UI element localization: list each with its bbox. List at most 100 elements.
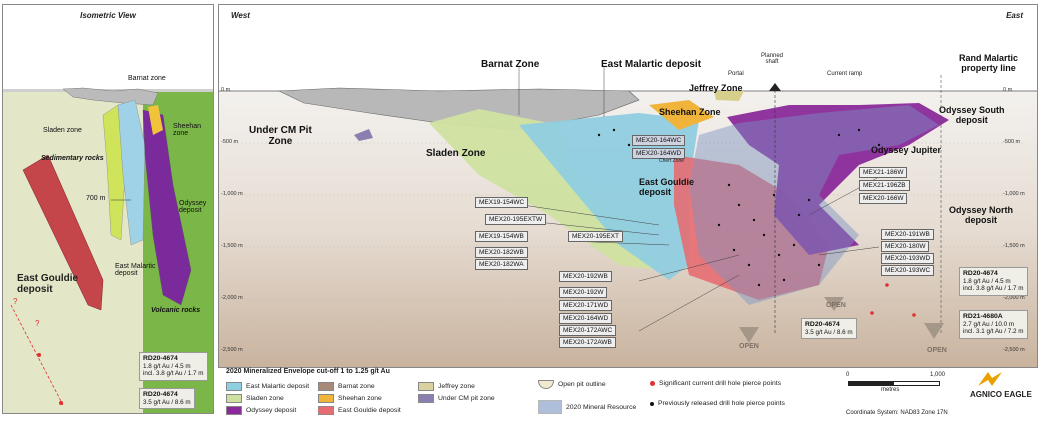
east-gouldie-shape bbox=[674, 155, 829, 300]
scale-max: 1,000 bbox=[930, 372, 946, 378]
iso-result-1-line-2: incl. 3.8 g/t Au / 1.7 m bbox=[143, 370, 204, 377]
scale-zero: 0 bbox=[846, 372, 850, 378]
jeffrey-zone-label: Jeffrey Zone bbox=[689, 83, 743, 93]
legend-label: Sladen zone bbox=[246, 395, 284, 402]
odyssey-jupiter-label: Odyssey Jupiter bbox=[871, 145, 942, 155]
depth-left-0: 0 m bbox=[221, 87, 231, 93]
hole-label-mex20-166w: MEX20-166W bbox=[859, 193, 908, 204]
hole-label-mex20-195ext: MEX20-195EXT bbox=[568, 231, 623, 242]
depth-right-4: -2,000 m bbox=[1003, 295, 1025, 301]
portal-label: Portal bbox=[728, 71, 744, 77]
iso-odyssey-label: Odyssey deposit bbox=[179, 200, 207, 214]
iso-question-1: ? bbox=[13, 297, 18, 306]
west-label: West bbox=[231, 11, 250, 20]
hole-label-mex21-186w: MEX21-186W bbox=[859, 167, 908, 178]
section-result-3-line-1: 2.7 g/t Au / 10.0 m bbox=[963, 320, 1015, 328]
swatch-icon bbox=[418, 394, 434, 403]
hole-label-mex20-164wd-top: MEX20-164WD bbox=[632, 148, 686, 159]
longitudinal-section-panel: West East Barnat Zone East Malartic depo… bbox=[218, 4, 1038, 368]
legend-open-pit: Open pit outline bbox=[538, 380, 606, 389]
iso-result-1-id: RD20-4674 bbox=[143, 355, 178, 362]
swatch-icon bbox=[226, 394, 242, 403]
open-label-2: OPEN bbox=[739, 343, 759, 350]
legend-resource: 2020 Mineral Resource bbox=[538, 400, 636, 414]
swatch-icon bbox=[418, 382, 434, 391]
swatch-icon bbox=[318, 382, 334, 391]
legend-label: 2020 Mineral Resource bbox=[566, 403, 637, 411]
section-result-2-line-1: 3.5 g/t Au / 8.6 m bbox=[805, 328, 853, 336]
depth-left-2: -1,000 m bbox=[221, 191, 243, 197]
iso-barnat-label: Barnat zone bbox=[128, 75, 166, 82]
legend-label: Previously released drill hole pierce po… bbox=[658, 400, 785, 407]
logo-mark bbox=[978, 372, 1002, 386]
hole-label-mex20-172awc: MEX20-172AWC bbox=[559, 325, 617, 336]
scale-unit: metres bbox=[881, 387, 900, 393]
iso-result-1-line-1: 1.8 g/t Au / 4.5 m bbox=[143, 362, 191, 370]
section-result-3-id: RD21-4680A bbox=[963, 313, 1003, 320]
section-result-rd20-4674-b: RD20-4674 3.5 g/t Au / 8.6 m bbox=[801, 318, 857, 339]
iso-east-gouldie-label: East Gouldie deposit bbox=[17, 273, 79, 295]
isometric-drawing bbox=[3, 5, 213, 413]
hole-label-mex20-182wa: MEX20-182WA bbox=[475, 259, 528, 270]
legend-label: Significant current drill hole pierce po… bbox=[659, 380, 782, 387]
sladen-zone-shape bbox=[429, 109, 659, 270]
iso-result-2-id: RD20-4674 bbox=[143, 391, 178, 398]
chert-zone-label: Chert Zone bbox=[659, 158, 685, 164]
jeffrey-zone-shape bbox=[714, 91, 744, 101]
hole-label-mex20-193wd: MEX20-193WD bbox=[881, 253, 935, 264]
legend-item-sladen: Sladen zone bbox=[226, 394, 284, 403]
depth-left-3: -1,500 m bbox=[221, 243, 243, 249]
swatch-icon bbox=[226, 406, 242, 415]
depth-right-1: -500 m bbox=[1003, 139, 1021, 145]
depth-right-5: -2,500 m bbox=[1003, 347, 1025, 353]
iso-east-malartic-label: East Malartic deposit bbox=[115, 263, 156, 277]
odyssey-shape bbox=[727, 103, 949, 255]
legend-item-sheehan: Sheehan zone bbox=[318, 394, 382, 403]
hole-label-mex21-196zb: MEX21-196ZB bbox=[859, 180, 910, 191]
pit-outline-icon bbox=[538, 380, 554, 389]
scale-bar bbox=[848, 381, 940, 386]
legend-label: East Malartic deposit bbox=[246, 383, 310, 390]
swatch-icon bbox=[318, 406, 334, 415]
section-result-1-line-1: 1.8 g/t Au / 4.5 m bbox=[963, 277, 1011, 285]
odyssey-north-label: Odyssey North deposit bbox=[949, 205, 1014, 225]
hole-label-mex20-195extw: MEX20-195EXTW bbox=[485, 214, 547, 225]
black-dot-icon bbox=[650, 401, 654, 406]
legend-label: East Gouldie deposit bbox=[338, 407, 401, 414]
swatch-icon bbox=[318, 394, 334, 403]
open-pit-shape bbox=[278, 87, 640, 131]
legend-label: Sheehan zone bbox=[338, 395, 382, 402]
depth-right-2: -1,000 m bbox=[1003, 191, 1025, 197]
depth-left-4: -2,000 m bbox=[221, 295, 243, 301]
legend-sig-points: Significant current drill hole pierce po… bbox=[650, 380, 781, 387]
agnico-eagle-logo-icon bbox=[978, 370, 1002, 388]
east-gouldie-label: East Gouldie deposit bbox=[639, 177, 695, 197]
barnat-zone-label: Barnat Zone bbox=[481, 59, 540, 70]
under-cm-pit-shape bbox=[354, 129, 373, 141]
legend-item-east-malartic: East Malartic deposit bbox=[226, 382, 309, 391]
hole-label-mex20-182wb: MEX20-182WB bbox=[475, 247, 528, 258]
sheehan-zone-label: Sheehan Zone bbox=[659, 107, 721, 117]
hole-label-mex20-191wb: MEX20-191WB bbox=[881, 229, 934, 240]
east-malartic-label: East Malartic deposit bbox=[601, 59, 702, 70]
isometric-view-panel: Isometric View Barnat zone Sladen zone S… bbox=[2, 4, 214, 414]
iso-sladen-label: Sladen zone bbox=[43, 127, 82, 134]
legend-label: Odyssey deposit bbox=[246, 407, 297, 414]
hole-label-mex20-172awb: MEX20-172AWB bbox=[559, 337, 616, 348]
legend-prev-points: Previously released drill hole pierce po… bbox=[650, 400, 785, 407]
legend-label: Under CM pit zone bbox=[438, 395, 495, 402]
section-result-1-line-2: incl. 3.8 g/t Au / 1.7 m bbox=[963, 285, 1024, 292]
hole-label-mex20-164wd: MEX20-164WD bbox=[559, 313, 613, 324]
legend-item-odyssey: Odyssey deposit bbox=[226, 406, 296, 415]
iso-result-2-line-1: 3.5 g/t Au / 8.6 m bbox=[143, 398, 191, 406]
hole-label-mex20-171wd: MEX20-171WD bbox=[559, 300, 613, 311]
open-label-3: OPEN bbox=[927, 347, 947, 354]
legend-item-jeffrey: Jeffrey zone bbox=[418, 382, 475, 391]
section-result-2-id: RD20-4674 bbox=[805, 321, 840, 328]
iso-sedimentary-label: Sedimentary rocks bbox=[41, 155, 104, 162]
current-ramp-label: Current ramp bbox=[827, 71, 863, 77]
depth-left-1: -500 m bbox=[221, 139, 239, 145]
legend-label: Barnat zone bbox=[338, 383, 375, 390]
hole-label-mex20-192w: MEX20-192W bbox=[559, 287, 608, 298]
iso-title: Isometric View bbox=[80, 11, 136, 20]
